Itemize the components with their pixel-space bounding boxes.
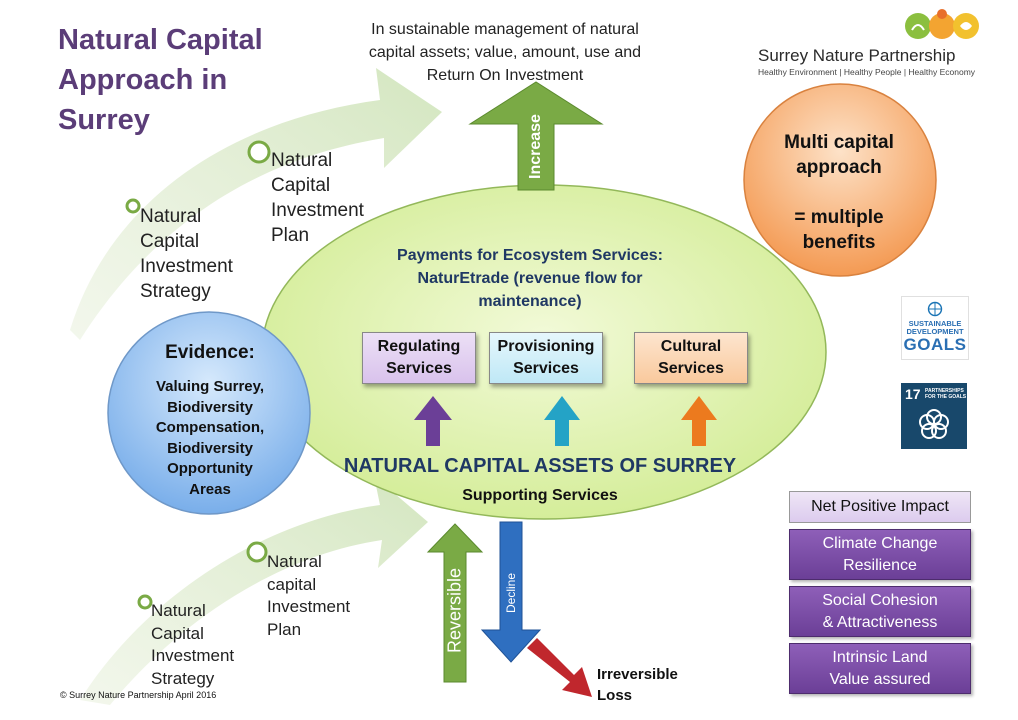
decline-arrow <box>480 521 542 663</box>
cultural-up-arrow <box>681 396 717 446</box>
irreversible-loss-arrow <box>527 638 592 697</box>
lower-swoosh-arrow <box>80 476 428 705</box>
sdg-goal-17-tile: 17 PARTNERSHIPS FOR THE GOALS <box>901 383 967 449</box>
sustainable-management-text: In sustainable management of natural cap… <box>368 21 642 84</box>
sdg-goal-number: 17 <box>905 386 921 402</box>
evidence-circle <box>107 311 311 515</box>
supporting-services-label: Supporting Services <box>462 487 618 504</box>
partnership-logo-icon <box>905 9 979 39</box>
partnership-tagline: Healthy Environment | Healthy People | H… <box>758 67 976 77</box>
reversible-label: Reversible <box>444 567 465 654</box>
sdg-goal-line2: FOR THE GOALS <box>925 394 967 400</box>
lower-step1-circle-icon <box>137 594 153 610</box>
natural-capital-assets-title: NATURAL CAPITAL ASSETS OF SURREY <box>343 455 737 477</box>
lower-step2-label: Natural capital Investment Plan <box>267 552 351 639</box>
sdg-line2: DEVELOPMENT <box>906 327 964 336</box>
cultural-services-box: Cultural Services <box>634 332 748 384</box>
partnership-name: Surrey Nature Partnership <box>758 46 956 65</box>
provisioning-up-arrow <box>544 396 580 446</box>
lower-step1-label: Natural Capital Investment Strategy <box>151 601 235 688</box>
irreversible-loss-label: Irreversible Loss <box>597 666 678 704</box>
multi-capital-text: Multi capital approach = multiple benefi… <box>784 132 894 253</box>
upper-swoosh-arrow <box>70 68 442 340</box>
copyright-text: © Surrey Nature Partnership April 2016 <box>60 690 217 700</box>
evidence-body: Valuing Surrey, Biodiversity Compensatio… <box>155 378 265 498</box>
regulating-up-arrow <box>414 396 452 446</box>
page-title: Natural Capital Approach in Surrey <box>58 24 263 136</box>
upper-step1-label: Natural Capital Investment Strategy <box>140 206 233 302</box>
un-emblem-icon <box>927 301 943 317</box>
increase-label: Increase <box>527 114 544 179</box>
sdg-goal-line1: PARTNERSHIPS <box>925 388 964 394</box>
upper-step2-label: Natural Capital Investment Plan <box>271 150 364 246</box>
sdg-logo: SUSTAINABLE DEVELOPMENT GOALS <box>901 296 969 360</box>
evidence-title: Evidence: <box>165 342 255 363</box>
payments-for-ecosystem-services-text: Payments for Ecosystem Services: NaturEt… <box>397 247 663 310</box>
net-positive-impact-box: Net Positive Impact <box>789 491 971 523</box>
regulating-services-box: Regulating Services <box>362 332 476 384</box>
upper-step1-circle-icon <box>125 198 141 214</box>
upper-step2-circle-icon <box>247 140 271 164</box>
reversible-arrow <box>426 523 484 683</box>
multi-capital-circle <box>743 83 937 277</box>
social-cohesion-box: Social Cohesion & Attractiveness <box>789 586 971 637</box>
lower-step2-circle-icon <box>246 541 268 563</box>
provisioning-services-box: Provisioning Services <box>489 332 603 384</box>
sdg-line3: GOALS <box>903 335 967 354</box>
sdg-line1: SUSTAINABLE <box>908 319 962 328</box>
climate-change-resilience-box: Climate Change Resilience <box>789 529 971 580</box>
upper-step-markers <box>125 140 271 610</box>
increase-arrow <box>468 81 604 191</box>
decline-label: Decline <box>504 572 518 614</box>
partnership-flower-icon <box>919 409 949 439</box>
intrinsic-land-value-box: Intrinsic Land Value assured <box>789 643 971 694</box>
